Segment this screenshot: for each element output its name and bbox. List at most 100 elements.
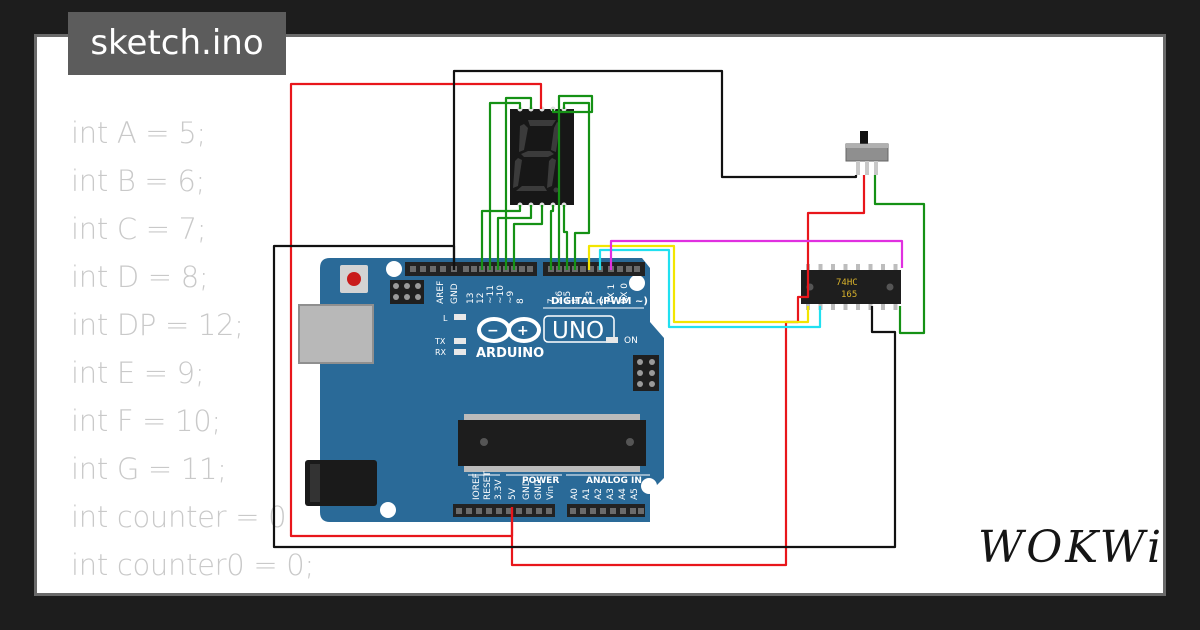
header-pin[interactable] [516, 508, 522, 514]
chip-pin[interactable] [868, 304, 873, 310]
header-pin[interactable] [620, 508, 626, 514]
top-pin-label: ~6 [555, 290, 565, 304]
bottom-pin-label: RESET [483, 471, 493, 500]
wokwi-logo: WOKWi [978, 522, 1165, 573]
icsp-header-right [633, 355, 659, 391]
chip-pin[interactable] [881, 264, 885, 270]
shift-register-chip[interactable]: 74HC 165 [801, 264, 901, 310]
chip-pin[interactable] [843, 264, 848, 270]
header-pin[interactable] [580, 266, 586, 272]
header-pin[interactable] [580, 508, 586, 514]
chip-pin[interactable] [831, 304, 835, 310]
chip-pin[interactable] [843, 304, 848, 310]
chip-pin[interactable] [893, 304, 898, 310]
mount-hole [641, 478, 657, 494]
bottom-pin-label: A2 [594, 488, 604, 500]
arduino-logo: − + [477, 317, 541, 343]
header-pin[interactable] [588, 266, 594, 272]
header-pin[interactable] [626, 266, 632, 272]
wire-green-seg-5[interactable] [562, 205, 569, 270]
wire-green-seg-4[interactable] [562, 101, 591, 270]
code-line: int E = 9; [71, 356, 205, 390]
code-line: int A = 5; [71, 116, 206, 150]
chip-pin[interactable] [818, 264, 823, 270]
code-line: int F = 10; [71, 404, 221, 438]
atmega-chip [458, 414, 646, 472]
bottom-pin-label: A5 [630, 488, 640, 500]
wire-green-seg-7[interactable] [549, 205, 555, 270]
header-pin[interactable] [456, 508, 462, 514]
chip-label-line2: 165 [841, 290, 857, 300]
chip-pin[interactable] [856, 264, 860, 270]
header-pin[interactable] [471, 266, 477, 272]
chip-pin[interactable] [893, 264, 898, 270]
header-pin[interactable] [570, 508, 576, 514]
bottom-pin-label: IOREF [472, 473, 482, 500]
bottom-pin-label: A1 [582, 488, 592, 500]
header-pin[interactable] [617, 266, 623, 272]
top-pin-label: TX 1 [607, 284, 617, 305]
top-pin-label: 2 [596, 298, 606, 304]
top-pin-label: ~9 [506, 290, 516, 304]
header-pin[interactable] [630, 508, 636, 514]
header-pin[interactable] [496, 508, 502, 514]
slide-switch[interactable] [845, 131, 889, 175]
led-l [454, 314, 466, 320]
code-line: int B = 6; [71, 164, 205, 198]
header-pin[interactable] [519, 266, 525, 272]
svg-text:−: − [487, 323, 499, 339]
code-line: int DP = 12; [71, 308, 244, 342]
wire-magenta[interactable] [609, 239, 904, 270]
wire-red-chip-vcc[interactable] [510, 175, 866, 567]
bottom-pin-label: A3 [606, 488, 616, 500]
wire-green-switch-chip[interactable] [873, 175, 926, 335]
header-pin[interactable] [600, 508, 606, 514]
usb-port [298, 304, 374, 364]
header-pin[interactable] [486, 508, 492, 514]
code-line: int C = 7; [71, 212, 207, 246]
wire-green-seg-11[interactable] [480, 205, 522, 270]
header-pin[interactable] [634, 266, 640, 272]
top-pin-label: 8 [516, 298, 526, 304]
header-pin[interactable] [420, 266, 426, 272]
chip-pin[interactable] [868, 264, 873, 270]
wire-yellow[interactable] [587, 244, 810, 324]
wire-green-seg-8[interactable] [504, 96, 533, 270]
header-pin[interactable] [590, 508, 596, 514]
wire-green-seg-12[interactable] [512, 205, 544, 270]
wire-green-seg-9[interactable] [496, 205, 533, 270]
header-pin[interactable] [506, 508, 512, 514]
header-pin[interactable] [610, 508, 616, 514]
chip-pin[interactable] [881, 304, 885, 310]
header-pin[interactable] [440, 266, 446, 272]
wire-black-gnd-switch[interactable] [452, 69, 858, 270]
bottom-pin-label: 3.3V [494, 479, 504, 500]
wire-black-gnd-loop[interactable] [272, 244, 897, 549]
header-pin[interactable] [410, 266, 416, 272]
header-pin[interactable] [527, 266, 533, 272]
led-rx [454, 349, 466, 355]
header-pin[interactable] [466, 508, 472, 514]
sketch-title: sketch.ino [68, 12, 286, 75]
bottom-pin-label: A4 [618, 488, 628, 500]
header-pin[interactable] [638, 508, 644, 514]
top-pin-label: 4 [571, 298, 581, 304]
header-pin[interactable] [526, 508, 532, 514]
chip-label-line1: 74HC [836, 278, 858, 288]
wire-green-seg-6[interactable] [551, 94, 594, 270]
top-pin-label: 12 [476, 293, 486, 304]
chip-pin[interactable] [831, 264, 835, 270]
seven-segment-display[interactable] [510, 106, 574, 208]
chip-pin[interactable] [856, 304, 860, 310]
header-pin[interactable] [463, 266, 469, 272]
top-pin-label: RX 0 [620, 283, 630, 304]
mount-hole [386, 261, 402, 277]
header-pin[interactable] [476, 508, 482, 514]
led-l-label: L [443, 314, 448, 323]
wire-cyan[interactable] [598, 248, 822, 329]
header-pin[interactable] [430, 266, 436, 272]
header-pin[interactable] [536, 508, 542, 514]
header-pin[interactable] [546, 508, 552, 514]
